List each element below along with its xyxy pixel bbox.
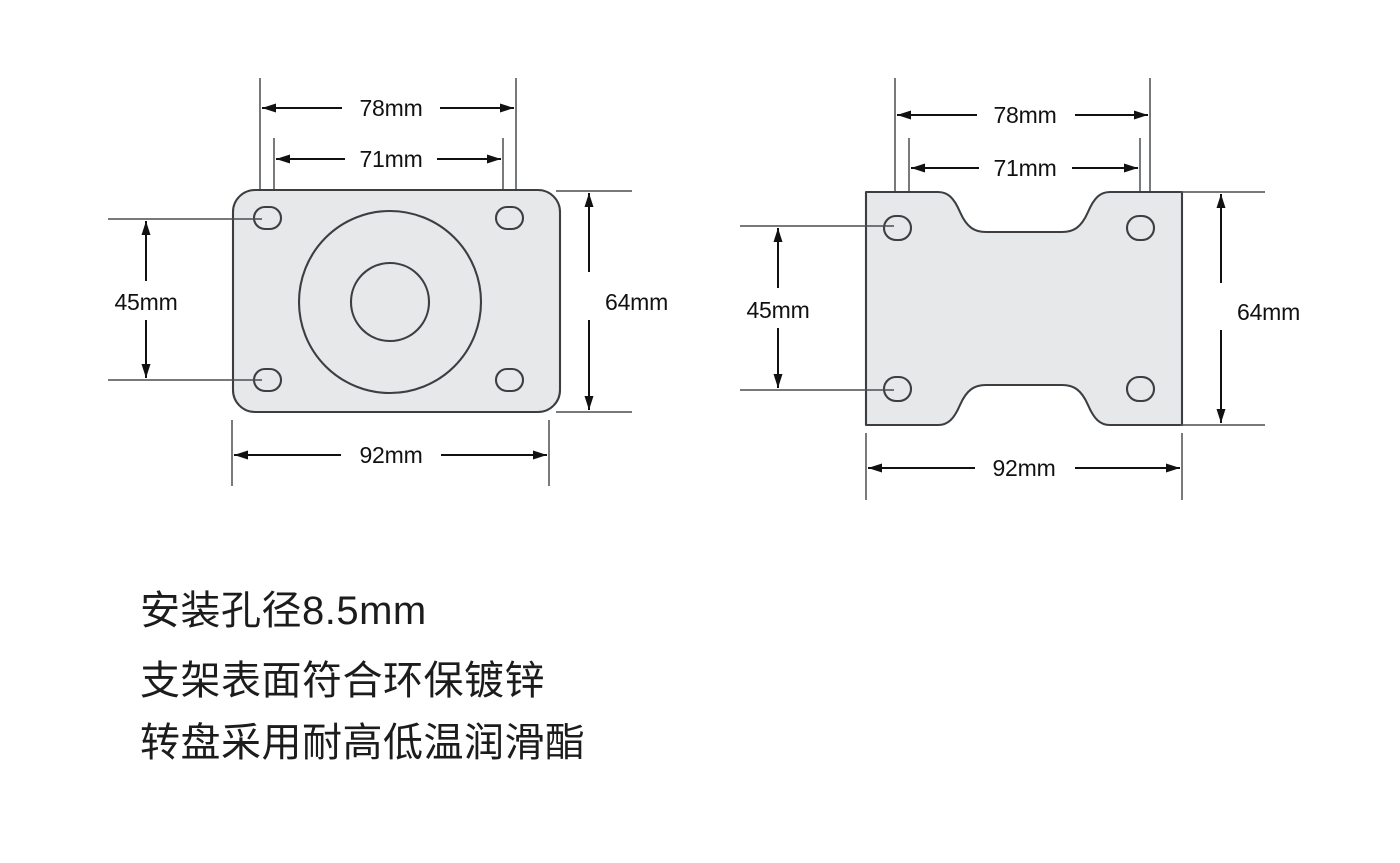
dim-label-right-92: 92mm — [992, 455, 1055, 481]
arrowhead-right-78-right — [1134, 110, 1148, 120]
dimension-right-92: 92mm — [865, 433, 1183, 500]
arrowhead-left-78-left — [262, 103, 276, 113]
note-swivel-grease: 转盘采用耐高低温润滑酯 — [140, 721, 586, 765]
arrowhead-right-64-bottom — [1216, 409, 1226, 423]
dimension-right-78: 78mm — [897, 102, 1148, 128]
arrowhead-right-78-left — [897, 110, 911, 120]
arrowhead-right-92-left — [868, 463, 882, 473]
dim-label-right-45: 45mm — [746, 297, 809, 323]
rigid-mounting-hole-bottom-right — [1125, 375, 1156, 403]
dimension-left-78: 78mm — [262, 95, 514, 121]
dim-label-left-78: 78mm — [359, 95, 422, 121]
arrowhead-left-78-right — [500, 103, 514, 113]
specification-notes: 安装孔径8.5mm 支架表面符合环保镀锌 转盘采用耐高低温润滑酯 — [140, 580, 900, 774]
swivel-raceway-circle — [297, 209, 483, 395]
note-surface-finish: 支架表面符合环保镀锌 — [140, 659, 545, 703]
arrowhead-left-71-left — [276, 154, 290, 164]
dim-label-right-78: 78mm — [993, 102, 1056, 128]
arrowhead-right-45-bottom — [773, 374, 783, 388]
arrowhead-left-71-right — [487, 154, 501, 164]
arrowhead-right-92-right — [1166, 463, 1180, 473]
dimension-right-64: 64mm — [1180, 191, 1300, 426]
rigid-plate-outline — [864, 190, 1184, 427]
swivel-plate-outline — [231, 188, 562, 414]
dimension-left-92: 92mm — [231, 420, 550, 486]
mounting-hole-bottom-right — [494, 367, 525, 393]
arrowhead-right-71-left — [911, 163, 925, 173]
rigid-mounting-hole-bottom-left — [882, 375, 913, 403]
arrowhead-left-92-left — [234, 450, 248, 460]
mounting-hole-top-right — [494, 205, 525, 231]
kingpin-circle — [349, 261, 431, 343]
arrowhead-left-45-bottom — [141, 364, 151, 378]
arrowhead-left-64-top — [584, 193, 594, 207]
dimension-left-71: 71mm — [276, 146, 501, 172]
swivel-plate-view: 78mm 71mm 45mm — [108, 78, 668, 486]
rigid-mounting-hole-top-right — [1125, 214, 1156, 242]
dim-label-left-92: 92mm — [359, 442, 422, 468]
dim-label-right-71: 71mm — [993, 155, 1056, 181]
arrowhead-right-64-top — [1216, 194, 1226, 208]
arrowhead-right-71-right — [1124, 163, 1138, 173]
dim-label-right-64: 64mm — [1237, 299, 1300, 325]
dimension-right-71: 71mm — [911, 155, 1138, 181]
dim-label-left-64: 64mm — [605, 289, 668, 315]
arrowhead-right-45-top — [773, 228, 783, 242]
rigid-mounting-hole-top-left — [882, 214, 913, 242]
dim-label-left-45: 45mm — [114, 289, 177, 315]
mounting-hole-top-left — [252, 205, 283, 231]
dimension-left-45: 45mm — [108, 218, 262, 381]
dimension-right-45: 45mm — [740, 225, 894, 391]
arrowhead-left-92-right — [533, 450, 547, 460]
dim-label-left-71: 71mm — [359, 146, 422, 172]
dimension-left-64: 64mm — [556, 190, 668, 413]
arrowhead-left-45-top — [141, 221, 151, 235]
arrowhead-left-64-bottom — [584, 396, 594, 410]
note-mounting-hole-diameter: 安装孔径8.5mm — [140, 589, 427, 633]
rigid-plate-view: 78mm 71mm 45mm — [740, 78, 1300, 500]
